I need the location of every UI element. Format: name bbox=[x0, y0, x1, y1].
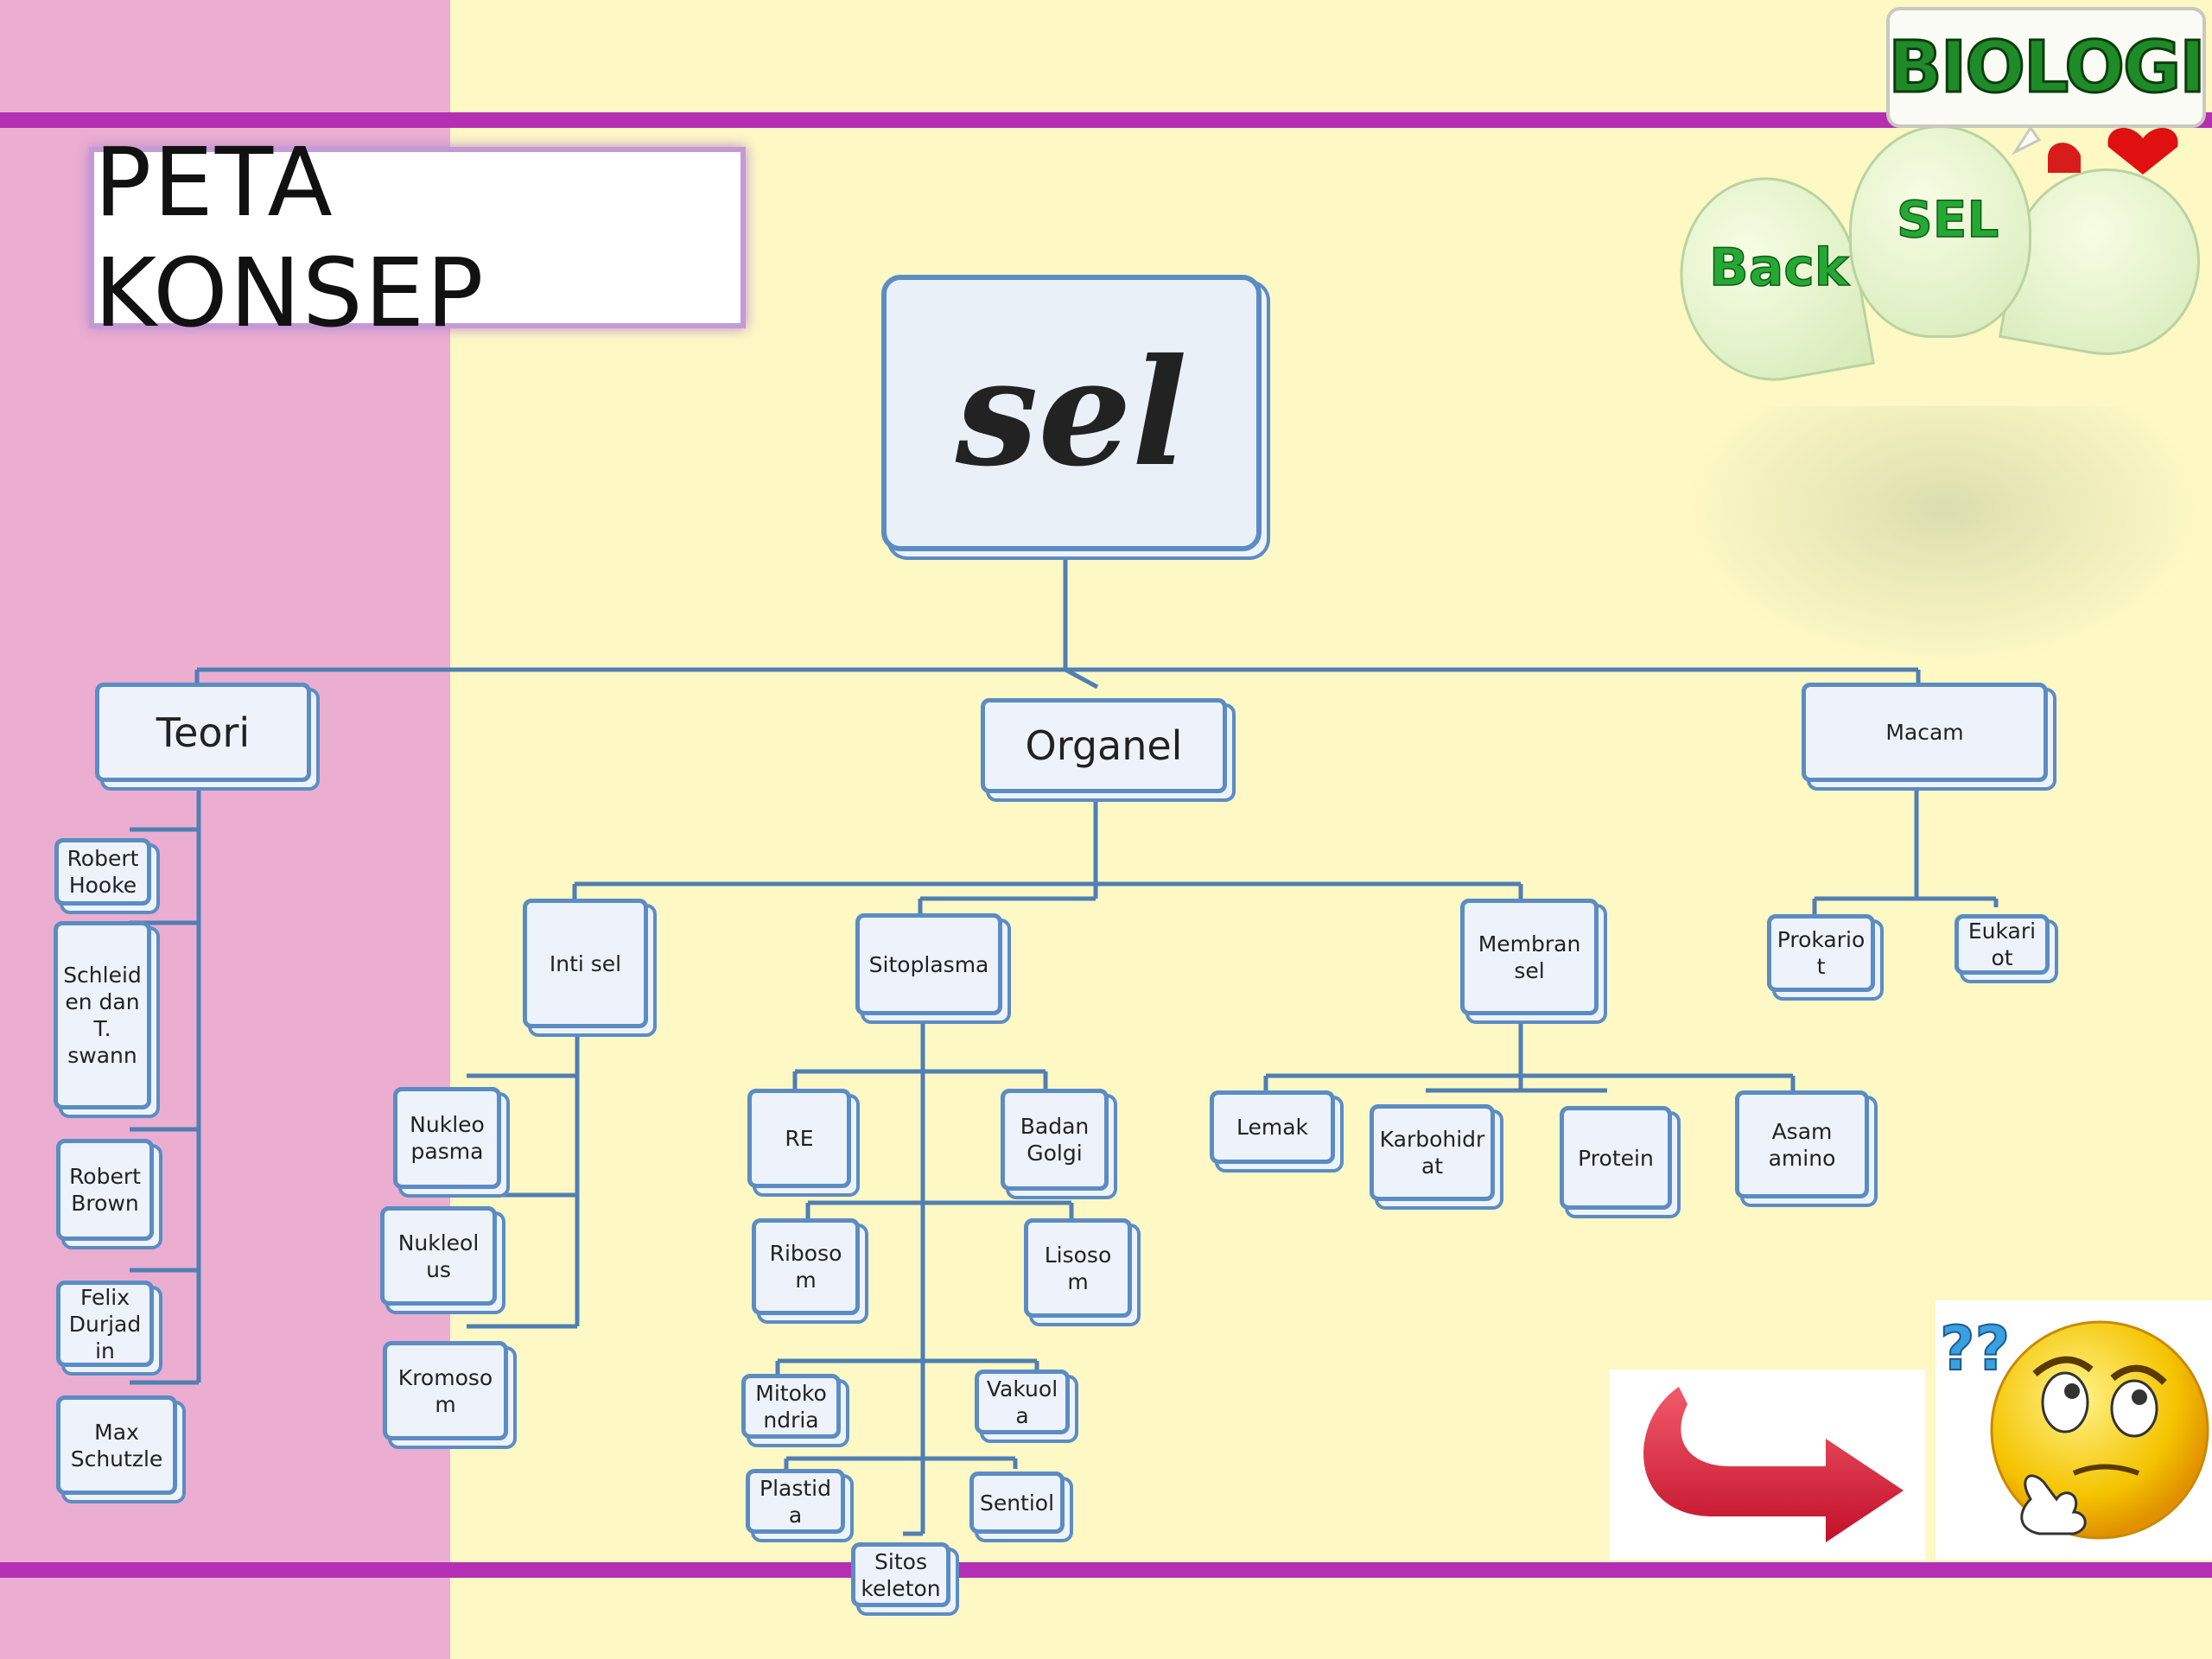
node-lisosom: Lisoso m bbox=[1024, 1218, 1132, 1318]
sel-button-label[interactable]: SEL bbox=[1896, 189, 1999, 250]
back-button-label[interactable]: Back bbox=[1708, 237, 1849, 299]
node-robert-brown: Robert Brown bbox=[56, 1139, 154, 1241]
node-badan-golgi: Badan Golgi bbox=[1001, 1089, 1109, 1191]
top-band bbox=[0, 112, 2212, 128]
node-nukleoplasma: Nukleo pasma bbox=[393, 1087, 501, 1189]
node-protein: Protein bbox=[1560, 1106, 1672, 1210]
node-membran-sel: Membran sel bbox=[1460, 899, 1599, 1015]
page-title: PETA KONSEP bbox=[89, 127, 746, 348]
node-macam: Macam bbox=[1802, 683, 2048, 782]
thinking-face-panel[interactable]: ?? bbox=[1936, 1300, 2212, 1560]
node-inti-sel: Inti sel bbox=[523, 899, 648, 1028]
node-ribosom: Riboso m bbox=[752, 1218, 860, 1315]
thinking-face-icon[interactable]: ?? bbox=[1936, 1300, 2212, 1560]
node-mitokondria: Mitoko ndria bbox=[741, 1374, 841, 1439]
node-asam-amino: Asam amino bbox=[1735, 1090, 1869, 1198]
node-robert-hooke: Robert Hooke bbox=[54, 838, 151, 906]
node-schleiden-swann: Schleid en dan T. swann bbox=[54, 921, 151, 1109]
node-re: RE bbox=[747, 1089, 851, 1188]
node-prokariot: Prokario t bbox=[1767, 914, 1875, 992]
node-plastida: Plastid a bbox=[746, 1469, 845, 1534]
node-lemak: Lemak bbox=[1210, 1090, 1335, 1164]
node-organel: Organel bbox=[981, 698, 1227, 793]
sel-button[interactable] bbox=[1849, 125, 2031, 338]
node-kromosom: Kromoso m bbox=[383, 1341, 508, 1440]
node-felix-durjadin: Felix Durjad in bbox=[56, 1281, 154, 1367]
heart-icon bbox=[2011, 125, 2178, 175]
svg-text:??: ?? bbox=[1940, 1313, 2010, 1384]
node-teori: Teori bbox=[95, 683, 311, 782]
node-sitoplasma: Sitoplasma bbox=[855, 913, 1002, 1015]
petal-reflection bbox=[1685, 406, 2203, 665]
node-max-schutzle: Max Schutzle bbox=[56, 1395, 177, 1495]
node-sentiol: Sentiol bbox=[969, 1471, 1065, 1534]
node-vakuola: Vakuol a bbox=[975, 1370, 1070, 1434]
curved-arrow-icon[interactable] bbox=[1610, 1370, 1925, 1560]
bottom-band bbox=[0, 1562, 2212, 1578]
next-arrow-panel[interactable] bbox=[1610, 1370, 1925, 1560]
node-eukariot: Eukari ot bbox=[1955, 914, 2050, 975]
node-nukleolus: Nukleol us bbox=[380, 1206, 497, 1306]
node-sitoskeleton: Sitos keleton bbox=[851, 1542, 950, 1607]
brand-logo: BIOLOGI bbox=[1886, 7, 2207, 128]
node-karbohidrat: Karbohidr at bbox=[1370, 1104, 1495, 1201]
root-node-sel: sel bbox=[881, 275, 1262, 551]
